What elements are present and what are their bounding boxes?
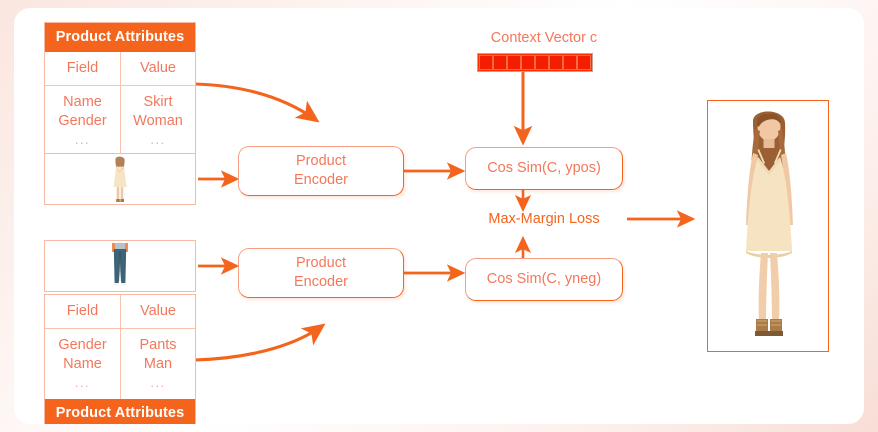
encoder-line-1: Product (296, 254, 346, 271)
cos-sim-positive-box[interactable]: Cos Sim(C, ypos) (465, 147, 623, 190)
context-vector-cell (507, 55, 521, 70)
table-row: Gender Name ... Pants Man ... (45, 328, 195, 399)
value-pants: Pants (139, 337, 177, 354)
table-row: Name Gender ... Skirt Woman ... (45, 85, 195, 156)
result-product-image (708, 101, 828, 351)
dress-thumbnail-art (97, 154, 143, 204)
dress-thumbnail-icon (97, 154, 143, 204)
positive-field-cells: Name Gender ... (45, 86, 120, 155)
jeans-thumbnail-art (97, 241, 143, 291)
encoder-line-2: Encoder (293, 274, 348, 290)
context-vector-cell (549, 55, 563, 70)
diagram-canvas: Product Attributes Field Value Name Gend… (14, 8, 864, 424)
cos-sim-negative-label: Cos Sim(C, yneg) (486, 270, 602, 287)
column-header-field: Field (66, 60, 99, 76)
context-vector-cell (535, 55, 549, 70)
column-header-field: Field (66, 303, 99, 319)
positive-value-cells: Skirt Woman ... (120, 86, 195, 156)
context-vector-cell (521, 55, 535, 70)
product-encoder-negative-label: Product Encoder (294, 254, 348, 293)
field-name: Name (63, 94, 102, 111)
value-gender: Woman (133, 113, 183, 130)
max-margin-loss-label: Max-Margin Loss (488, 211, 600, 227)
value-ellipsis: ... (150, 375, 166, 391)
product-encoder-negative[interactable]: Product Encoder (238, 248, 404, 298)
field-gender: Gender (58, 337, 107, 354)
curve-arrow-negative-attributes (193, 323, 326, 362)
field-ellipsis: ... (74, 375, 91, 391)
positive-attributes-table: Product Attributes Field Value Name Gend… (44, 22, 196, 157)
value-name: Skirt (143, 94, 173, 111)
table-row: Field Value (45, 52, 195, 86)
encoder-line-1: Product (296, 152, 346, 169)
context-vector-cell (493, 55, 507, 70)
positive-attributes-header: Product Attributes (45, 23, 195, 52)
context-vector-label: Context Vector c (490, 30, 598, 46)
context-vector-cells (477, 53, 593, 72)
value-ellipsis: ... (150, 132, 166, 148)
encoder-line-2: Encoder (293, 172, 348, 188)
field-name: Name (63, 356, 102, 373)
product-encoder-positive-label: Product Encoder (294, 152, 348, 191)
jeans-thumbnail-icon (97, 241, 143, 291)
result-product-image-frame (707, 100, 829, 352)
field-ellipsis: ... (74, 132, 91, 148)
cos-sim-positive-label: Cos Sim(C, ypos) (487, 159, 601, 176)
column-header-value: Value (120, 295, 195, 329)
value-man: Man (143, 356, 173, 373)
negative-field-cells: Gender Name ... (45, 329, 120, 398)
column-header-value: Value (120, 52, 195, 86)
negative-value-cells: Pants Man ... (120, 329, 195, 399)
product-encoder-positive[interactable]: Product Encoder (238, 146, 404, 196)
negative-attributes-table: Field Value Gender Name ... Pants Man ..… (44, 294, 196, 424)
curve-arrow-positive-attributes (193, 82, 320, 123)
context-vector-cell (577, 55, 591, 70)
context-vector-cell (479, 55, 493, 70)
context-vector-cell (563, 55, 577, 70)
negative-product-thumbnail (44, 240, 196, 292)
table-row: Field Value (45, 295, 195, 329)
cos-sim-negative-box[interactable]: Cos Sim(C, yneg) (465, 258, 623, 301)
negative-attributes-header: Product Attributes (45, 398, 195, 424)
positive-product-thumbnail (44, 153, 196, 205)
field-gender: Gender (58, 113, 107, 130)
